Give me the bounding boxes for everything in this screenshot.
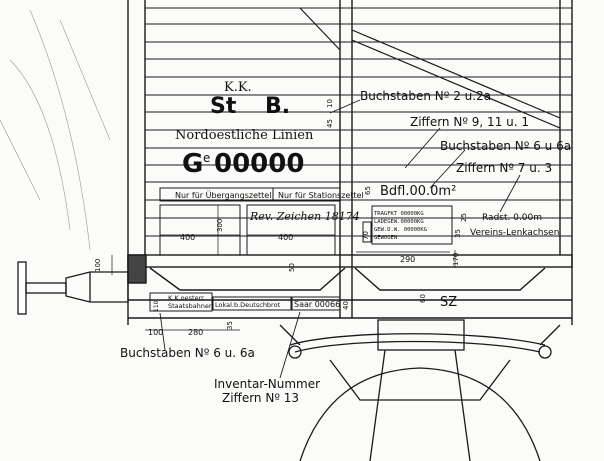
label-kk-oest: K.K.oesterr. <box>168 294 205 302</box>
marking-railway: Nordoestliche Linien <box>175 128 314 143</box>
dim-25: 25 <box>460 213 468 222</box>
annotations: Buchstaben Nº 2 u.2a Ziffern Nº 9, 11 u.… <box>120 89 571 405</box>
dim-280-bottom: 280 <box>188 328 203 337</box>
annotation-inventar: Inventar-Nummer <box>214 377 320 391</box>
dim-110: 110 <box>153 300 160 312</box>
dim-35-b: 35 <box>454 229 462 238</box>
dim-40: 40 <box>342 301 350 310</box>
dim-170: 170 <box>452 253 460 266</box>
label-gewogen: GEWOGEN <box>374 235 397 241</box>
label-vereins: Vereins-Lenkachsen <box>470 228 559 238</box>
label-tragfkt: TRAGFKT 00000KG <box>374 211 424 217</box>
label-radst: Radst. 0.00m <box>482 213 542 223</box>
body-planks <box>145 7 572 237</box>
axle-assembly <box>279 319 561 461</box>
label-sz: SZ <box>440 295 457 310</box>
annotation-buchstaben-2-2a: Buchstaben Nº 2 u.2a <box>360 89 491 103</box>
dim-60: 60 <box>419 294 427 303</box>
dim-45: 45 <box>326 119 334 128</box>
dim-400-left: 400 <box>180 233 195 242</box>
body-posts <box>127 0 573 255</box>
dim-50: 50 <box>288 263 296 272</box>
leader-lines <box>159 99 521 379</box>
annotation-buchstaben-6a: Buchstaben Nº 6 u 6a <box>440 139 571 153</box>
label-lokal: Lokal.b.Deutschbrot <box>215 301 281 309</box>
label-staatsbahnen: Staatsbahnen <box>168 302 213 310</box>
label-stationszettel: Nur für Stationszettel <box>278 191 364 200</box>
label-frames <box>149 187 453 312</box>
dim-35-a: 35 <box>226 321 234 330</box>
label-gew: GEW.D.W. 00000KG <box>374 227 427 233</box>
marking-number: G <box>182 149 203 179</box>
marking-number-sub: e <box>203 151 210 165</box>
dim-290: 290 <box>400 255 415 264</box>
annotation-buchstaben-6-6a: Buchstaben Nº 6 u. 6a <box>120 346 255 360</box>
dim-100-left: 100 <box>94 259 102 272</box>
dim-100-bottom: 100 <box>148 328 163 337</box>
dim-65: 65 <box>364 186 372 195</box>
annotation-ziffern-13: Ziffern Nº 13 <box>222 391 299 405</box>
dim-10: 10 <box>326 99 334 108</box>
label-uebergangszettel: Nur für Übergangszettel <box>175 190 271 200</box>
dimension-lines <box>111 205 456 331</box>
dim-70: 70 <box>362 231 370 240</box>
dimension-labels: 400 400 300 290 280 280 100 100 170 60 5… <box>94 99 468 337</box>
label-signature: Rev. Zeichen 18174 <box>249 210 360 223</box>
label-ladegew: LADEGEW.00000KG <box>374 219 424 225</box>
dim-400-right: 400 <box>278 233 293 242</box>
dim-300: 300 <box>216 219 224 232</box>
marking-st: St <box>210 94 237 119</box>
label-bdfl: Bdfl.00.0m² <box>380 184 456 199</box>
annotation-ziffern-7-3: Ziffern Nº 7 u. 3 <box>456 161 552 175</box>
label-saar: Saar 00066 <box>294 300 340 309</box>
construction-lines <box>0 9 111 251</box>
diagonal-brace <box>299 7 561 129</box>
buffer <box>17 261 129 315</box>
underframe <box>127 254 573 325</box>
wagon-markings: K.K. St B. Nordoestliche Linien G e 0000… <box>168 80 559 310</box>
marking-digits: 00000 <box>214 149 304 179</box>
annotation-ziffern-9-11: Ziffern Nº 9, 11 u. 1 <box>410 115 529 129</box>
marking-b: B. <box>265 94 290 119</box>
marking-kk: K.K. <box>224 80 252 95</box>
